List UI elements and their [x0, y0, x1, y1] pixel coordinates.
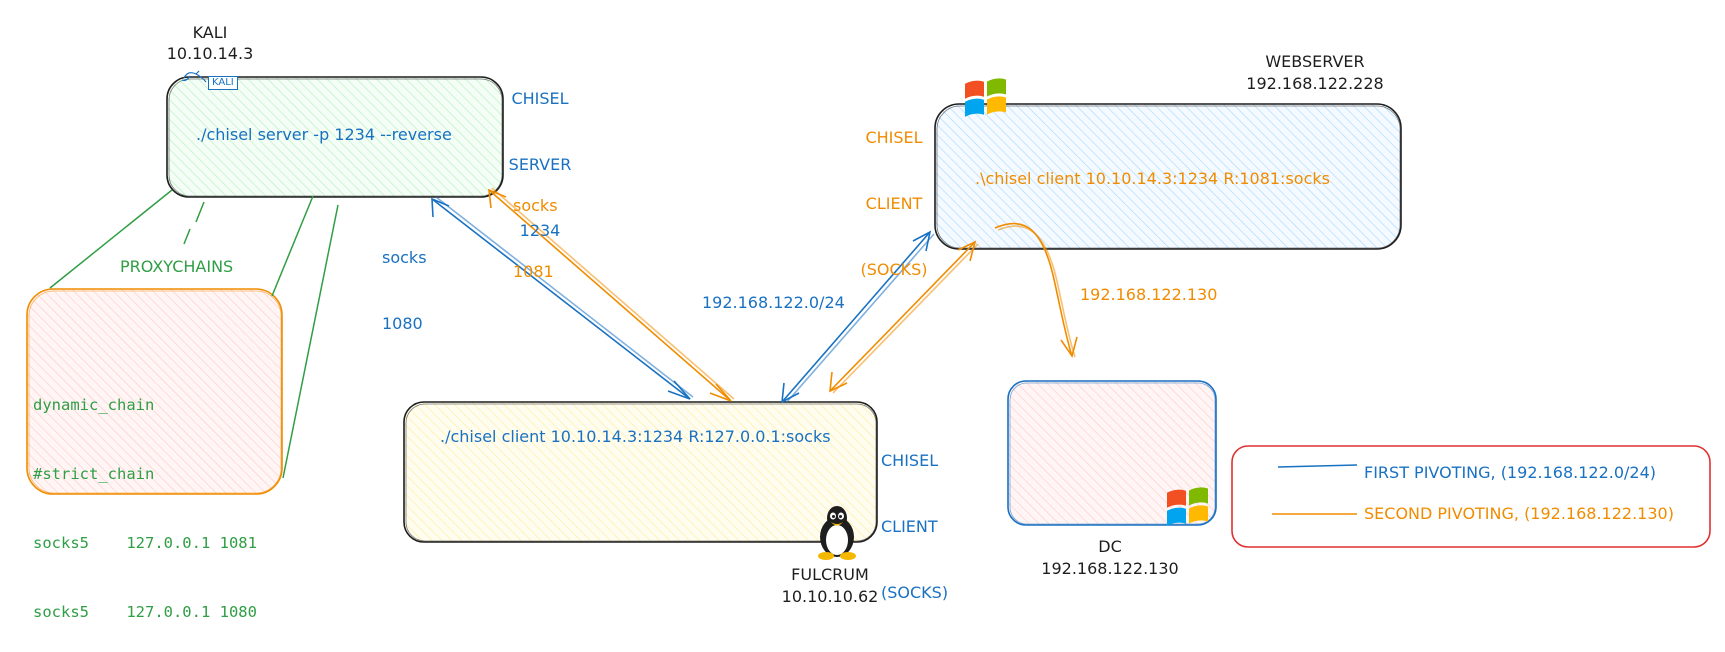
proxychains-config: dynamic_chain #strict_chain socks5 127.0…: [33, 348, 257, 647]
proxychains-title: PROXYCHAINS: [120, 257, 234, 276]
webserver-box: [934, 103, 1402, 250]
proxychains-connectors: [49, 189, 339, 479]
dc-edge-label: 192.168.122.130: [1080, 285, 1218, 304]
socks-1081-line2: 1081: [513, 262, 554, 281]
second-pivot-kali-fulcrum-arrow: [488, 187, 735, 402]
kali-box: [166, 76, 504, 198]
legend-second-pivoting: SECOND PIVOTING, (192.168.122.130): [1364, 504, 1674, 523]
fulcrum-command: ./chisel client 10.10.14.3:1234 R:127.0.…: [440, 427, 831, 446]
windows-logo-icon: [1167, 487, 1208, 526]
socks-1080-line1: socks: [382, 248, 427, 267]
webserver-command: .\chisel client 10.10.14.3:1234 R:1081:s…: [975, 169, 1330, 188]
windows-logo-icon: [965, 78, 1006, 117]
fulcrum-client-line3: (SOCKS): [881, 583, 949, 602]
proxychains-line: #strict_chain: [33, 465, 155, 483]
proxychains-line: socks5 127.0.0.1 1080: [33, 603, 257, 621]
kali-badge: KALI: [208, 76, 238, 90]
kali-name: KALI: [192, 23, 228, 42]
webserver-chisel-client-label: CHISEL CLIENT (SOCKS): [852, 83, 936, 303]
webserver-client-line2: CLIENT: [865, 194, 923, 213]
fulcrum-name: FULCRUM: [791, 565, 869, 584]
linux-tux-icon: [818, 506, 856, 560]
kali-ip: 10.10.14.3: [166, 44, 254, 63]
webserver-client-line1: CHISEL: [865, 128, 923, 147]
socks-1081-label: socks 1081: [513, 151, 558, 305]
dc-ip: 192.168.122.130: [1041, 559, 1179, 578]
dc-box: [1007, 380, 1217, 526]
kali-command: ./chisel server -p 1234 --reverse: [196, 125, 452, 144]
webserver-client-line3: (SOCKS): [860, 260, 928, 279]
chisel-server-line2: SERVER: [508, 155, 572, 174]
fulcrum-chisel-client-label: CHISEL CLIENT (SOCKS): [881, 406, 948, 626]
chisel-server-line1: CHISEL: [511, 89, 569, 108]
chisel-server-label: CHISEL SERVER 1234: [498, 44, 582, 264]
proxychains-line: dynamic_chain: [33, 396, 155, 414]
dc-name: DC: [1098, 537, 1122, 556]
socks-1080-line2: 1080: [382, 314, 423, 333]
second-pivot-fulcrum-webserver-arrow: [829, 240, 979, 394]
webserver-name: WEBSERVER: [1265, 52, 1365, 71]
proxychains-box: [26, 288, 283, 495]
second-pivot-webserver-dc-arrow: [994, 222, 1078, 358]
first-pivot-kali-fulcrum-arrow: [431, 196, 694, 400]
chisel-server-line3: 1234: [519, 221, 561, 240]
legend-first-pivoting: FIRST PIVOTING, (192.168.122.0/24): [1364, 463, 1656, 482]
fulcrum-client-line1: CHISEL: [881, 451, 939, 470]
socks-1081-line1: socks: [513, 196, 558, 215]
legend-box: [1231, 445, 1711, 548]
socks-1080-label: socks 1080: [382, 203, 427, 357]
first-pivot-fulcrum-webserver-arrow: [781, 230, 935, 404]
legend-blue-line: [1277, 464, 1358, 468]
fulcrum-box: [403, 401, 878, 543]
webserver-ip: 192.168.122.228: [1246, 74, 1384, 93]
fulcrum-ip: 10.10.10.62: [781, 587, 879, 606]
subnet-edge-label: 192.168.122.0/24: [702, 293, 845, 312]
fulcrum-client-line2: CLIENT: [881, 517, 938, 536]
kali-dragon-icon: [181, 70, 207, 83]
proxychains-line: socks5 127.0.0.1 1081: [33, 534, 257, 552]
